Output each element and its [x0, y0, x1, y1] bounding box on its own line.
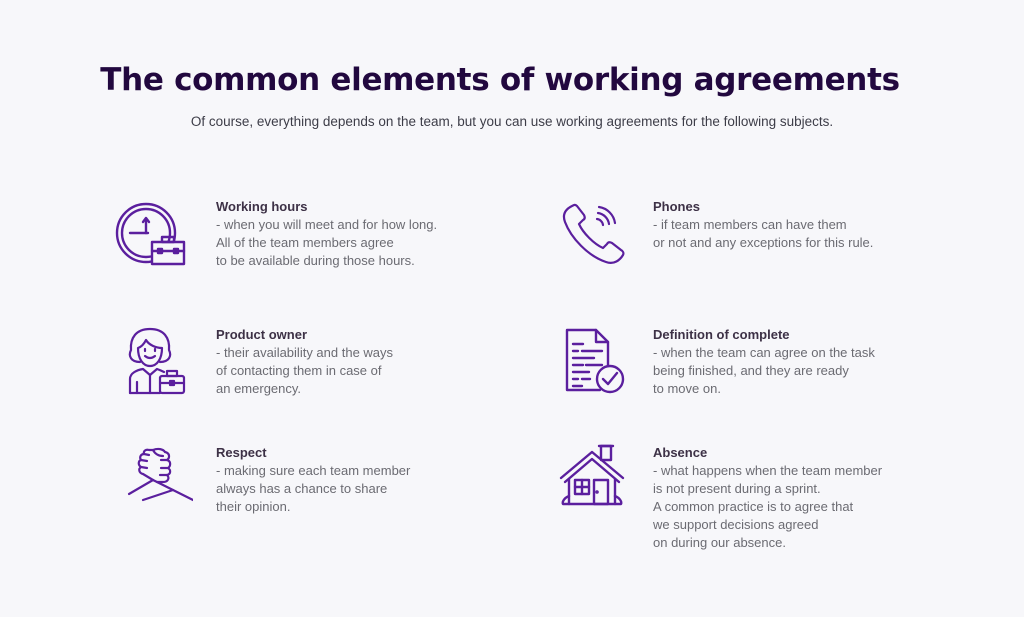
- item-working-hours: Working hours - when you will meet and f…: [113, 198, 437, 270]
- item-heading: Definition of complete: [653, 327, 790, 342]
- item-text-line: their opinion.: [216, 499, 291, 514]
- phone-icon: [556, 198, 636, 268]
- item-text-line: on during our absence.: [653, 535, 786, 550]
- item-text-line: we support decisions agreed: [653, 517, 819, 532]
- document-check-icon: [556, 326, 636, 396]
- item-phones: Phones - if team members can have them o…: [556, 198, 873, 268]
- item-text-line: of contacting them in case of: [216, 363, 382, 378]
- item-product-owner: Product owner - their availability and t…: [113, 326, 393, 398]
- item-text-line: - what happens when the team member: [653, 463, 883, 478]
- product-owner-icon: [113, 326, 193, 396]
- item-text-line: A common practice is to agree that: [653, 499, 854, 514]
- clock-briefcase-icon: [113, 198, 193, 268]
- item-text-line: or not and any exceptions for this rule.: [653, 235, 874, 250]
- item-heading: Absence: [653, 445, 708, 460]
- item-text-line: - their availability and the ways: [216, 345, 394, 360]
- item-text-line: to move on.: [653, 381, 721, 396]
- page-title: The common elements of working agreement…: [100, 62, 900, 98]
- item-heading: Phones: [653, 199, 700, 214]
- item-text-line: is not present during a sprint.: [653, 481, 821, 496]
- item-text-line: always has a chance to share: [216, 481, 388, 496]
- item-respect: Respect - making sure each team member a…: [113, 444, 410, 516]
- item-heading: Product owner: [216, 327, 308, 342]
- item-text-line: - when you will meet and for how long.: [216, 217, 438, 232]
- item-text-line: - making sure each team member: [216, 463, 411, 478]
- item-text-line: - when the team can agree on the task: [653, 345, 875, 360]
- item-text-line: All of the team members agree: [216, 235, 394, 250]
- item-text-line: being finished, and they are ready: [653, 363, 849, 378]
- house-icon: [556, 444, 636, 514]
- handshake-icon: [113, 444, 195, 514]
- item-text-line: to be available during those hours.: [216, 253, 415, 268]
- item-definition-of-complete: Definition of complete - when the team c…: [556, 326, 875, 398]
- item-absence: Absence - what happens when the team mem…: [556, 444, 882, 552]
- item-heading: Respect: [216, 445, 267, 460]
- page-subtitle: Of course, everything depends on the tea…: [190, 114, 834, 129]
- item-heading: Working hours: [216, 199, 308, 214]
- item-text-line: - if team members can have them: [653, 217, 847, 232]
- item-text-line: an emergency.: [216, 381, 302, 396]
